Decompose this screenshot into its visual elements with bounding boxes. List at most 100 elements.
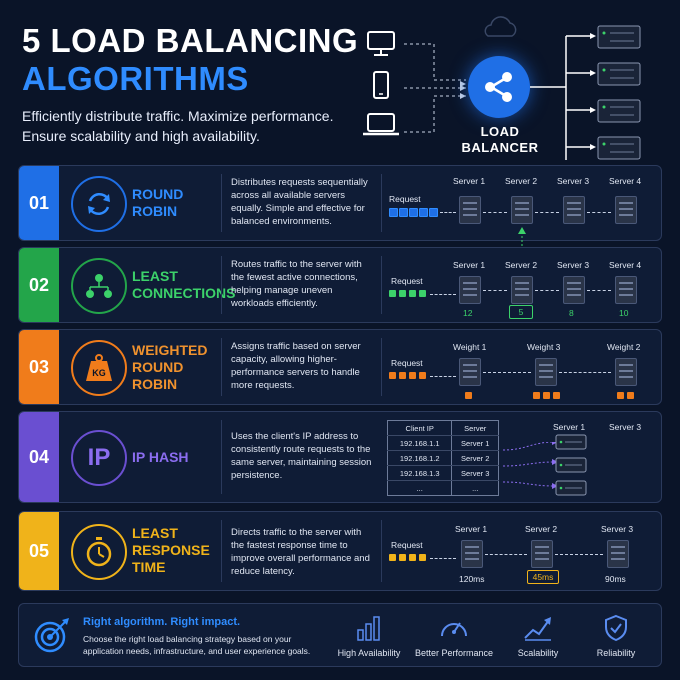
algo-description: Assigns traffic based on server capacity… [231, 341, 361, 391]
phone-icon [373, 71, 389, 99]
divider [381, 174, 382, 232]
feature-label: Reliability [596, 648, 636, 658]
divider [221, 338, 222, 396]
footer-headline: Right algorithm. Right impact. [83, 616, 241, 628]
row-number: 01 [19, 166, 59, 240]
weight-icon: KG [71, 340, 127, 396]
row-number: 02 [19, 248, 59, 322]
server-rack-icon [555, 434, 587, 496]
server-label: Server 3 [557, 260, 590, 270]
weight-label: Weight 2 [607, 342, 641, 352]
divider [221, 520, 222, 582]
algo-name-line1: WEIGHTED [132, 342, 208, 358]
algo-row-weighted-round-robin: 03 KG WEIGHTED ROUND ROBIN Assigns traff… [18, 329, 662, 405]
request-label: Request [391, 276, 423, 286]
algo-description: Uses the client's IP address to consiste… [231, 431, 372, 481]
target-icon [34, 618, 69, 653]
algo-name-line1: LEAST [132, 525, 178, 541]
table-row: ...... [387, 480, 499, 496]
server-icon [511, 276, 533, 304]
laptop-icon [363, 113, 399, 136]
algo-row-round-robin: 01 ROUND ROBIN Distributes requests sequ… [18, 165, 662, 241]
connection-count: 10 [619, 308, 629, 318]
footer-panel: Right algorithm. Right impact. Choose th… [18, 603, 662, 667]
algo-name-line2: RESPONSE [132, 542, 210, 558]
divider [221, 420, 222, 494]
footer-text: Choose the right load balancing strategy… [83, 634, 311, 656]
server-label: Server 3 [609, 422, 642, 432]
server-icon [563, 196, 585, 224]
desktop-icon [367, 31, 395, 56]
request-label: Request [389, 194, 421, 204]
server-label: Server 2 [505, 260, 538, 270]
shield-icon [605, 614, 627, 642]
svg-text:KG: KG [92, 368, 106, 378]
algo-row-least-response-time: 05 LEAST RESPONSE TIME Directs traffic t… [18, 511, 662, 591]
ip-icon: IP [71, 430, 127, 486]
server-label: Server 1 [453, 260, 486, 270]
share-icon [485, 72, 512, 102]
algo-name-line2: CONNECTIONS [132, 285, 236, 301]
row-number: 05 [19, 512, 59, 590]
server-label: Server 4 [609, 260, 642, 270]
server-icon [459, 276, 481, 304]
server-label: Server 1 [453, 176, 486, 186]
server-stack [530, 25, 641, 160]
server-icon [615, 276, 637, 304]
response-time: 90ms [605, 574, 626, 584]
divider [381, 520, 382, 582]
row-number: 03 [19, 330, 59, 404]
server-label: Server 3 [557, 176, 590, 186]
algo-name-line3: ROBIN [132, 376, 178, 392]
request-label: Request [391, 540, 423, 550]
client-devices [363, 31, 399, 136]
gauge-icon [441, 622, 467, 637]
connection-count-highlight: 5 [509, 305, 533, 319]
server-icon [459, 196, 481, 224]
feature-label: High Availability [337, 648, 401, 658]
algo-description: Routes traffic to the server with the fe… [231, 259, 362, 309]
divider [221, 174, 222, 232]
page-title-line2: ALGORITHMS [22, 60, 249, 97]
algo-name-line3: TIME [132, 559, 166, 575]
feature-label: Better Performance [414, 648, 494, 658]
algo-name-line2: ROBIN [132, 203, 178, 219]
algo-name-line2: ROUND [132, 359, 184, 375]
page-subtitle: Efficiently distribute traffic. Maximize… [22, 108, 334, 144]
server-icon [461, 540, 483, 568]
page-title-line1: 5 LOAD BALANCING [22, 22, 359, 59]
server-label: Server 3 [601, 524, 634, 534]
server-icon [535, 358, 557, 386]
server-icon [511, 196, 533, 224]
network-icon [71, 258, 127, 314]
server-icon [531, 540, 553, 568]
connection-count: 8 [569, 308, 574, 318]
server-label: Server 1 [553, 422, 586, 432]
server-label: Server 2 [505, 176, 538, 186]
server-icon [459, 358, 481, 386]
server-label: Server 4 [609, 176, 642, 186]
divider [381, 338, 382, 396]
server-icon [563, 276, 585, 304]
server-icon [607, 540, 629, 568]
bar-chart-icon [357, 616, 380, 641]
arrow-up-icon [518, 227, 526, 246]
server-label: Server 1 [455, 524, 488, 534]
refresh-icon [71, 176, 127, 232]
load-balancer-node [468, 56, 530, 118]
cloud-icon [484, 16, 517, 37]
algo-description: Directs traffic to the server with the f… [231, 527, 370, 577]
connection-count: 12 [463, 308, 473, 318]
algo-description: Distributes requests sequentially across… [231, 177, 368, 227]
server-icon [615, 358, 637, 386]
server-icon [615, 196, 637, 224]
divider [221, 256, 222, 314]
algo-name-line1: LEAST [132, 268, 178, 284]
row-number: 04 [19, 412, 59, 502]
weight-label: Weight 1 [453, 342, 487, 352]
ip-hash-arrows [502, 442, 558, 489]
